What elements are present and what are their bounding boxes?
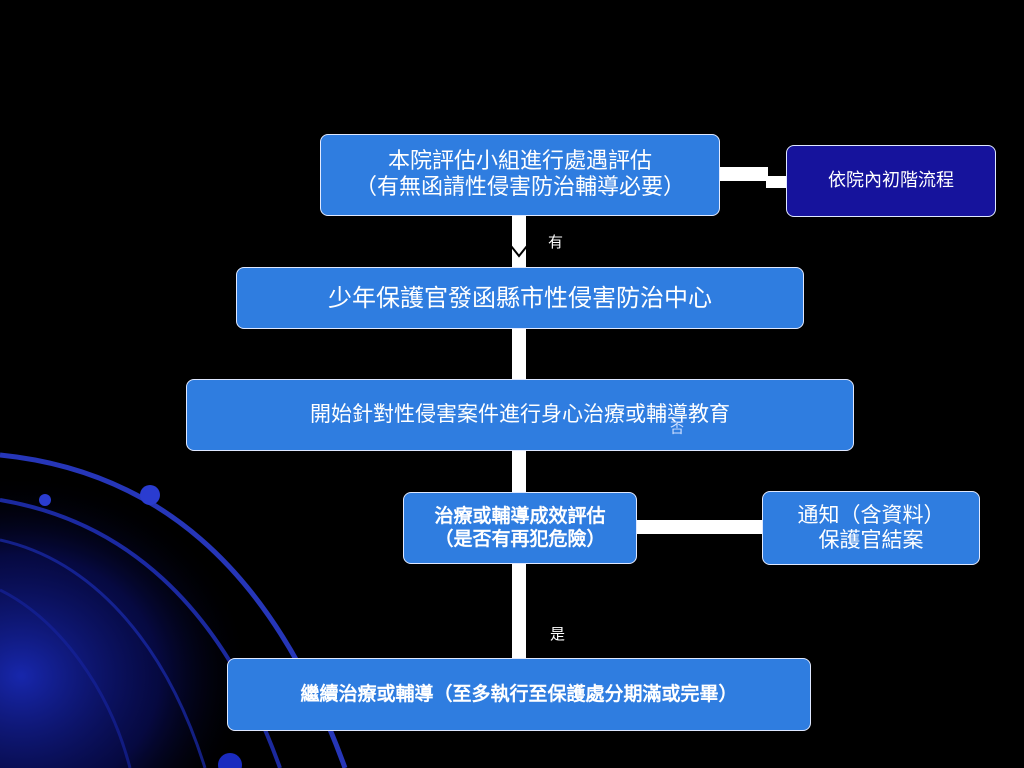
- connector-evaluate-to-continue: [512, 563, 526, 659]
- internal-process-label: 依院內初階流程: [828, 170, 954, 192]
- arrow-down-icon: [510, 245, 528, 258]
- connector-treatment-to-evaluate: [512, 451, 526, 493]
- connector-evaluate-to-close: [637, 520, 763, 534]
- continue-treatment-label: 繼續治療或輔導（至多執行至保護處分期滿或完畢）: [300, 683, 738, 706]
- evaluate-node: 治療或輔導成效評估 （是否有再犯危險）: [403, 492, 637, 564]
- edge-label-yes: 是: [550, 625, 566, 643]
- notify-center-node: 少年保護官發函縣市性侵害防治中心: [236, 267, 804, 329]
- assess-node-line1: 本院評估小組進行處遇評估: [387, 148, 652, 174]
- assess-node: 本院評估小組進行處遇評估 （有無函請性侵害防治輔導必要）: [320, 134, 720, 216]
- close-case-node: 通知（含資料） 保護官結案: [762, 491, 980, 565]
- edge-label-no: 否: [670, 421, 684, 437]
- edge-label-have: 有: [548, 233, 564, 251]
- connector-assess-to-center: [512, 216, 526, 268]
- notify-center-label: 少年保護官發函縣市性侵害防治中心: [328, 283, 712, 312]
- assess-node-line2: （有無函請性侵害防治輔導必要）: [354, 175, 685, 200]
- internal-process-node: 依院內初階流程: [786, 145, 996, 217]
- close-case-line2: 保護官結案: [818, 528, 924, 552]
- treatment-node: 開始針對性侵害案件進行身心治療或輔導教育: [186, 379, 854, 451]
- connector-assess-to-internal: [720, 167, 768, 181]
- treatment-label: 開始針對性侵害案件進行身心治療或輔導教育: [310, 402, 730, 427]
- close-case-line1: 通知（含資料）: [797, 502, 945, 527]
- connector-center-to-treatment: [512, 328, 526, 380]
- evaluate-node-line1: 治療或輔導成效評估: [434, 505, 606, 528]
- connector-internal-elbow: [766, 176, 786, 188]
- continue-treatment-node: 繼續治療或輔導（至多執行至保護處分期滿或完畢）: [227, 658, 811, 731]
- evaluate-node-line2: （是否有再犯危險）: [434, 528, 606, 550]
